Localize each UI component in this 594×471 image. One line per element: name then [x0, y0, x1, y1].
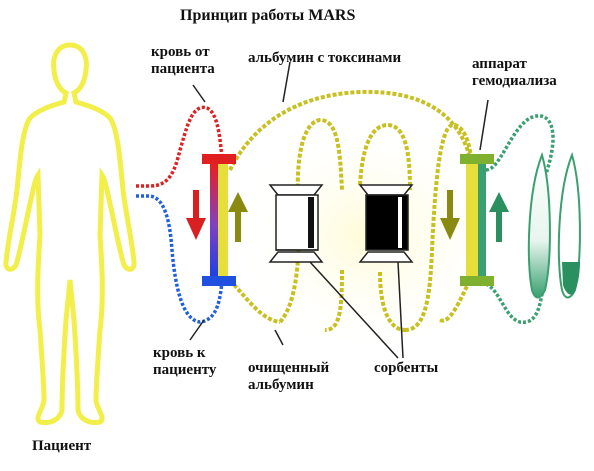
venous-line	[136, 194, 224, 324]
pointer-lines	[189, 61, 489, 359]
albumin-flow-up-arrow-icon	[228, 192, 248, 242]
label-albumin-with-toxins: альбумин с токсинами	[248, 50, 402, 66]
sorbent-column-icon	[268, 184, 324, 263]
label-blood-from-patient: кровь от пациента	[151, 44, 215, 78]
blood-flow-down-arrow-icon	[186, 190, 206, 240]
label-hemodialysis-line2: гемодиализа	[472, 73, 557, 89]
label-purified-albumin-line2: альбумин	[248, 377, 314, 393]
label-sorbents: сорбенты	[374, 360, 439, 376]
label-purified-albumin: очищенный альбумин	[248, 360, 329, 394]
label-blood-from-patient-line2: пациента	[151, 61, 215, 77]
label-blood-from-patient-line1: кровь от	[151, 44, 210, 60]
albumin-flow-down-arrow-icon	[440, 190, 460, 240]
label-patient: Пациент	[32, 438, 92, 454]
blood-dialyzer	[202, 154, 236, 286]
label-blood-to-patient: кровь к пациенту	[153, 345, 216, 379]
arterial-line	[136, 105, 224, 188]
sorbent-column-icon	[358, 184, 414, 263]
dialysis-bag-icon	[557, 151, 581, 299]
patient-silhouette-icon	[3, 42, 137, 425]
albumin-dialyzer	[460, 154, 494, 286]
label-hemodialysis-apparatus: аппарат гемодиализа	[472, 56, 557, 90]
dialysis-bag-icon	[527, 151, 551, 299]
label-hemodialysis-line1: аппарат	[472, 56, 527, 72]
label-blood-to-patient-line1: кровь к	[153, 345, 206, 361]
diagram-title: Принцип работы MARS	[180, 7, 356, 24]
dialysate-flow-up-arrow-icon	[489, 192, 509, 242]
label-blood-to-patient-line2: пациенту	[153, 362, 217, 378]
label-purified-albumin-line1: очищенный	[248, 360, 330, 376]
